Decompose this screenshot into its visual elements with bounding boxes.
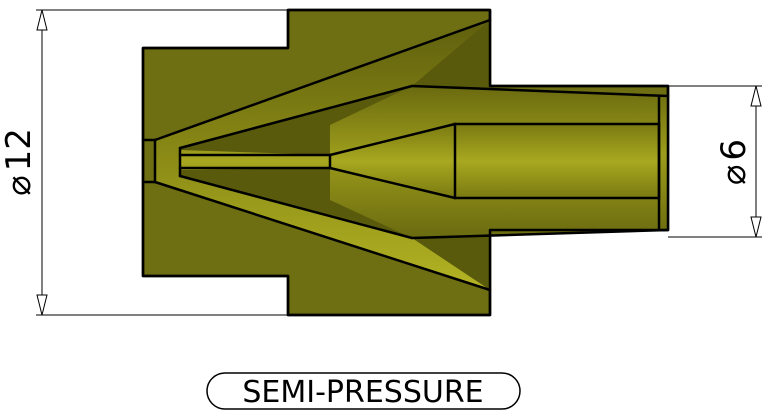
outer-diameter-symbol: ⌀ (0, 175, 39, 195)
cone-edges (141, 18, 670, 292)
inner-diameter-label: ⌀6 (714, 139, 754, 185)
inner-bore-cone (180, 124, 455, 198)
dimension-outer-diameter (36, 9, 288, 316)
bore-cylinder (453, 122, 661, 200)
caption-badge: SEMI-PRESSURE (206, 372, 521, 410)
inner-diameter-symbol: ⌀ (714, 165, 754, 185)
outer-diameter-value: 12 (0, 128, 39, 171)
dimension-inner-diameter (668, 85, 762, 238)
caption-text: SEMI-PRESSURE (242, 375, 483, 410)
svg-text:⌀12: ⌀ 12 (0, 128, 39, 196)
inner-diameter-value: 6 (714, 139, 754, 161)
caption-frame (206, 372, 521, 410)
outer-diameter-label: ⌀ 12 (0, 128, 39, 196)
svg-text:⌀6: ⌀6 (714, 139, 754, 185)
